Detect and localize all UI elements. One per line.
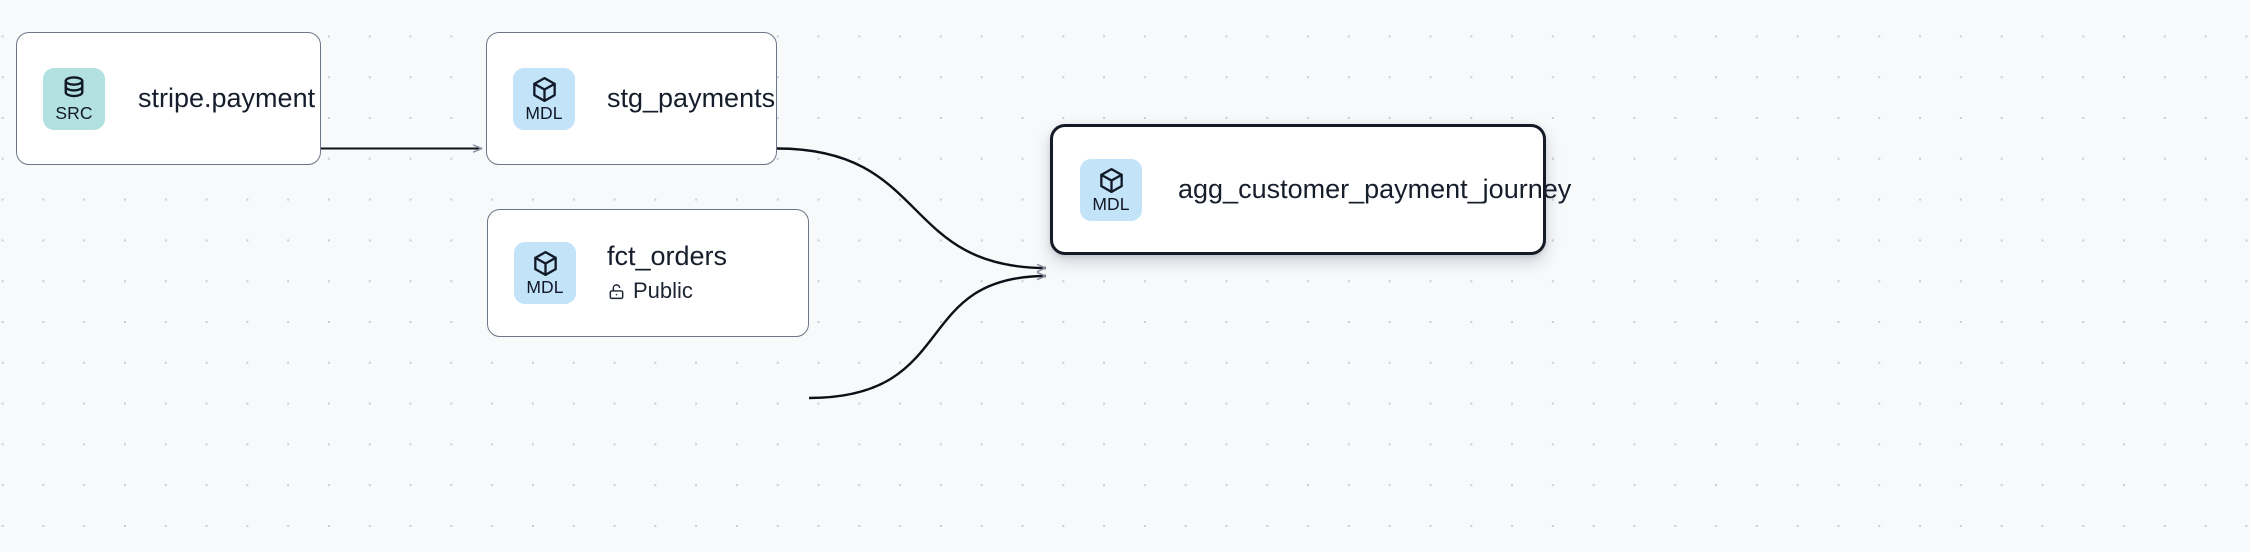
cube-icon: [533, 251, 557, 277]
cube-icon: [1099, 167, 1123, 193]
database-icon: [64, 76, 84, 98]
lineage-node-agg-customer-payment-journey[interactable]: MDL agg_customer_payment_journey: [1050, 124, 1572, 255]
node-title: agg_customer_payment_journey: [1178, 173, 1572, 204]
node-body: stg_payments: [607, 83, 775, 115]
lineage-node-stripe-payment[interactable]: SRC stripe.payment: [16, 32, 321, 165]
node-visibility: Public: [607, 278, 727, 304]
node-title: fct_orders: [607, 241, 728, 272]
model-type-badge: MDL: [1080, 158, 1142, 221]
node-visibility-label: Public: [633, 278, 693, 304]
node-body: agg_customer_payment_journey: [1178, 173, 1572, 206]
edge-fct-to-agg: [808, 276, 1046, 400]
node-title: stripe.payment: [138, 82, 316, 113]
unlock-icon: [609, 284, 624, 300]
lineage-node-stg-payments[interactable]: MDL stg_payments: [486, 32, 777, 165]
cube-icon: [532, 76, 556, 102]
model-type-badge: MDL: [514, 242, 576, 304]
model-type-badge: MDL: [513, 67, 575, 130]
badge-label: SRC: [55, 103, 93, 124]
badge-label: MDL: [526, 277, 564, 298]
badge-label: MDL: [525, 102, 563, 123]
edge-stg-to-agg: [776, 147, 1046, 269]
node-body: fct_orders Public: [607, 241, 727, 304]
lineage-node-fct-orders[interactable]: MDL fct_orders Public: [487, 209, 809, 337]
source-type-badge: SRC: [43, 67, 105, 130]
node-body: stripe.payment: [138, 83, 315, 115]
badge-label: MDL: [1092, 193, 1130, 214]
node-title: stg_payments: [607, 82, 776, 113]
